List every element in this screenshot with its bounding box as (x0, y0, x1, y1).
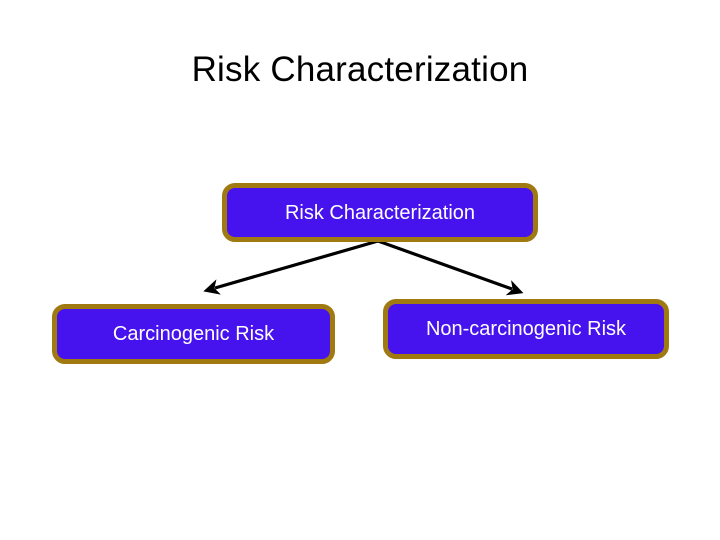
node-carcinogenic-risk[interactable]: Carcinogenic Risk (52, 304, 335, 364)
arrow-to-carcinogenic-risk (203, 239, 379, 295)
arrow-to-non-carcinogenic-risk (377, 239, 524, 296)
node-non-carcinogenic-risk-label: Non-carcinogenic Risk (425, 318, 627, 340)
node-risk-characterization[interactable]: Risk Characterization (222, 183, 538, 242)
node-carcinogenic-risk-label: Carcinogenic Risk (112, 323, 275, 345)
node-risk-characterization-label: Risk Characterization (284, 201, 476, 224)
node-non-carcinogenic-risk[interactable]: Non-carcinogenic Risk (383, 299, 669, 359)
page-title: Risk Characterization (191, 50, 529, 89)
